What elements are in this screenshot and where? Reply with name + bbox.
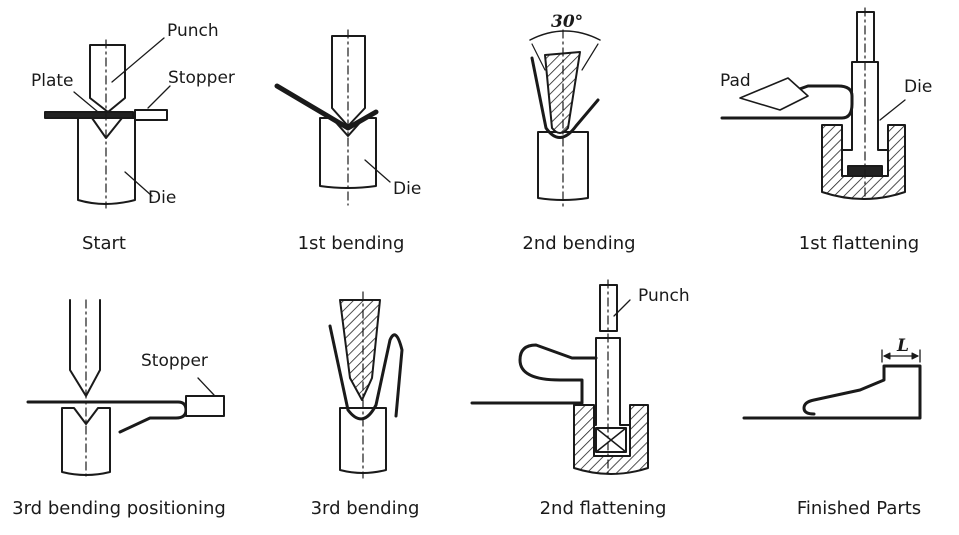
punch-shape bbox=[544, 51, 581, 134]
label-angle: 30° bbox=[551, 12, 584, 32]
panel-3rd-bending bbox=[328, 291, 404, 479]
bent-plate bbox=[720, 84, 854, 120]
bent-plate bbox=[530, 56, 600, 139]
bent-plate bbox=[470, 343, 598, 405]
panel-2nd-flattening bbox=[470, 279, 649, 479]
plate-shape bbox=[44, 111, 134, 119]
caption-3rd-positioning: 3rd bending positioning bbox=[12, 498, 226, 519]
punch-shape bbox=[339, 299, 381, 401]
stopper-shape bbox=[134, 109, 168, 121]
caption-3rd-bending: 3rd bending bbox=[310, 498, 420, 519]
stopper-shape bbox=[185, 395, 225, 417]
label-plate: Plate bbox=[31, 71, 74, 91]
punch-shape bbox=[69, 299, 101, 397]
panel-2nd-bending bbox=[529, 29, 601, 207]
label-die-3: Die bbox=[904, 77, 933, 97]
punch-shape bbox=[856, 11, 875, 63]
bent-plate bbox=[328, 324, 404, 421]
panel-3rd-positioning bbox=[26, 299, 225, 479]
panel-1st-bending bbox=[274, 29, 391, 206]
panel-1st-flattening bbox=[720, 7, 906, 201]
caption-2nd-flattening: 2nd flattening bbox=[539, 498, 667, 519]
caption-2nd-bending: 2nd bending bbox=[522, 233, 636, 254]
label-stopper-1: Stopper bbox=[168, 68, 235, 88]
caption-1st-flattening: 1st flattening bbox=[798, 233, 920, 254]
label-punch-2: Punch bbox=[638, 286, 690, 306]
pad-plate bbox=[739, 77, 809, 111]
caption-finished-parts: Finished Parts bbox=[796, 498, 922, 519]
finished-part bbox=[742, 364, 922, 420]
label-stopper-2: Stopper bbox=[141, 351, 208, 371]
label-pad: Pad bbox=[720, 71, 751, 91]
label-die-2: Die bbox=[393, 179, 422, 199]
panel-finished-parts bbox=[742, 349, 922, 420]
label-punch-1: Punch bbox=[167, 21, 219, 41]
angle-arc bbox=[529, 30, 601, 41]
die-shape bbox=[61, 407, 111, 476]
label-length: L bbox=[897, 336, 909, 356]
caption-start: Start bbox=[82, 233, 126, 254]
caption-1st-bending: 1st bending bbox=[297, 233, 405, 254]
die-shape bbox=[537, 131, 589, 201]
label-die-1: Die bbox=[148, 188, 177, 208]
punch-shape bbox=[331, 35, 366, 127]
panel-start bbox=[44, 37, 171, 209]
punch-shape bbox=[89, 44, 126, 113]
pad-shape bbox=[593, 337, 631, 457]
